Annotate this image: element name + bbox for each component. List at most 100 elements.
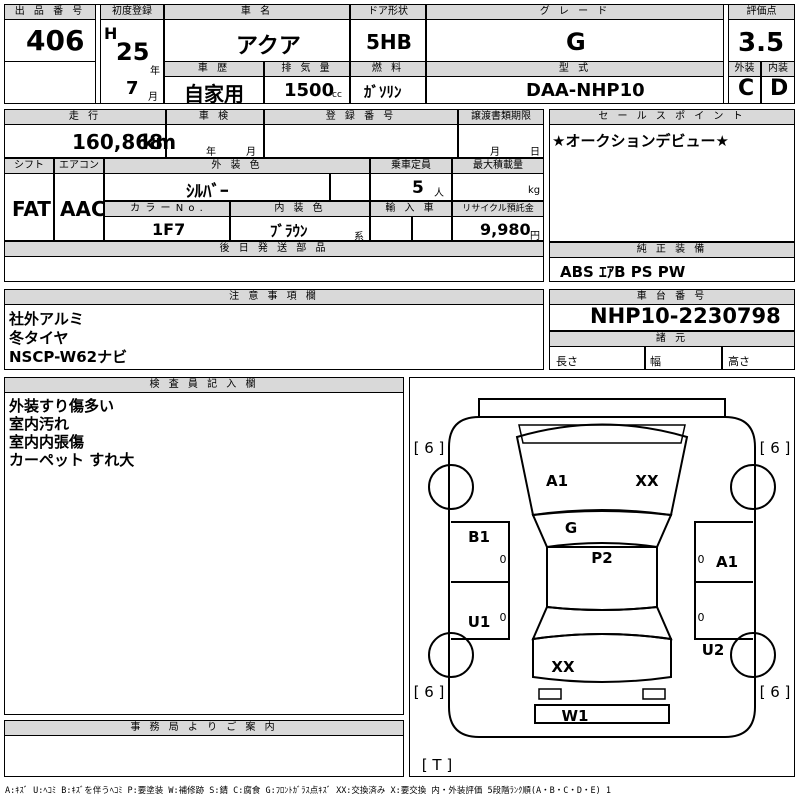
rear-bumper	[534, 704, 670, 724]
mileage: 160,868	[72, 130, 164, 154]
shift-cell	[4, 173, 54, 241]
left-rear-wheel	[428, 632, 474, 678]
first-reg-label: 初度登録	[100, 4, 164, 20]
chassis-number: NHP10-2230798	[590, 304, 781, 328]
max-load-cell	[452, 173, 544, 201]
mark-glass-g: G	[565, 519, 577, 537]
car-name: アクア	[236, 34, 301, 59]
office-label: 事 務 局 よ り ご 案 内	[4, 720, 404, 736]
rear-lamp-right	[642, 688, 666, 700]
int-color-unit: 系	[354, 232, 364, 243]
car-diagram-frame	[409, 377, 795, 777]
left-front-wheel	[428, 464, 474, 510]
recycle-cell	[452, 216, 544, 241]
import-cell-a	[370, 216, 412, 241]
interior-grade: D	[770, 76, 789, 101]
notes-line: 社外アルミ	[9, 310, 84, 328]
width-cell	[645, 346, 722, 370]
inspection-label: 車 検	[166, 109, 264, 125]
equipment-text: ABS ｴｱB PS PW	[560, 263, 686, 281]
grade: G	[566, 28, 586, 56]
zero-left-rear: 0	[500, 611, 507, 624]
inspection-cell	[166, 124, 264, 158]
import-label: 輸 入 車	[370, 201, 452, 217]
sales-point-cell	[549, 124, 795, 242]
lot-no-label: 出 品 番 号	[4, 4, 96, 20]
grade-label: グ レ ー ド	[426, 4, 724, 20]
fuel: ｶﾞｿﾘﾝ	[364, 83, 402, 101]
score: 3.5	[738, 28, 785, 58]
inspector-line: カーペット すれ大	[9, 451, 135, 469]
mark-right-a1: A1	[716, 553, 738, 571]
shift: FAT	[12, 197, 51, 221]
right-rear-wheel	[730, 632, 776, 678]
ext-color: ｼﾙﾊﾞｰ	[186, 182, 229, 202]
model: DAA-NHP10	[526, 80, 645, 101]
capacity-cell	[370, 173, 452, 201]
reg-month: 7	[126, 78, 139, 99]
sales-point-text: ★オークションデビュー★	[552, 132, 729, 150]
mark-roof-p2: P2	[591, 549, 612, 567]
later-parts-cell	[4, 256, 544, 282]
mileage-cell	[4, 124, 166, 158]
interior-label: 内装	[761, 61, 795, 77]
fuel-label: 燃 料	[350, 61, 426, 77]
height-cell	[722, 346, 795, 370]
displacement-label: 排 気 量	[264, 61, 350, 77]
trunk	[532, 633, 672, 683]
inner-top-glass	[518, 424, 686, 444]
equipment-cell	[549, 257, 795, 282]
inspection-month-unit: 月	[246, 147, 256, 158]
exterior-grade: C	[738, 76, 755, 101]
right-front-wheel	[730, 464, 776, 510]
int-color-cell	[230, 216, 370, 241]
interior-cell	[761, 76, 795, 104]
mark-rear-w1: W1	[562, 707, 589, 725]
fuel-cell	[350, 76, 426, 104]
history-cell	[164, 76, 264, 104]
inspector-label: 検 査 員 記 入 欄	[4, 377, 404, 393]
notes-line: 冬タイヤ	[9, 329, 69, 347]
mark-left-u1: U1	[468, 613, 491, 631]
era: H	[104, 24, 118, 43]
history: 自家用	[184, 82, 244, 106]
front-glass	[531, 509, 673, 549]
ext-color-cell	[104, 173, 330, 201]
front-bumper	[478, 398, 726, 418]
right-front-door	[694, 521, 753, 583]
height-label: 高さ	[728, 355, 750, 368]
transfer-day-unit: 日	[530, 147, 540, 158]
notes-cell	[4, 304, 544, 370]
recycle-unit: 円	[530, 231, 540, 242]
transfer-month-unit: 月	[490, 147, 500, 158]
max-load-label: 最大積載量	[452, 158, 544, 174]
equipment-label: 純 正 装 備	[549, 242, 795, 258]
inspector-line: 室内汚れ	[9, 415, 70, 433]
first-reg-cell	[100, 19, 164, 104]
reg-year: 25	[116, 38, 150, 66]
hood	[515, 423, 689, 517]
length-cell	[549, 346, 645, 370]
legend: A:ｷｽﾞ U:ﾍｺﾐ B:ｷｽﾞを伴うﾍｺﾐ P:要塗装 W:補修跡 S:錆 …	[5, 786, 611, 796]
displacement: 1500	[284, 80, 335, 101]
ext-color-extra-cell	[330, 173, 370, 201]
capacity: 5	[412, 178, 424, 198]
bracket-front-left: [ 6 ]	[414, 439, 445, 457]
mileage-label: 走 行	[4, 109, 166, 125]
door-label: ドア形状	[350, 4, 426, 20]
bracket-rear-right: [ 6 ]	[760, 683, 791, 701]
ext-color-label: 外 装 色	[104, 158, 370, 174]
spare-tire-mark: [ T ]	[422, 756, 452, 774]
car-diagram: [ 6 ] [ 6 ] [ 6 ] [ 6 ] [ T ] A1 XX G B1…	[414, 398, 791, 774]
zero-right-rear: 0	[698, 611, 705, 624]
bracket-front-right: [ 6 ]	[760, 439, 791, 457]
length-label: 長さ	[556, 355, 578, 368]
rear-outline	[448, 706, 756, 738]
dims-label: 諸 元	[549, 331, 795, 347]
inspection-year-unit: 年	[206, 147, 216, 158]
capacity-label: 乗車定員	[370, 158, 452, 174]
notes-line: NSCP-W62ナビ	[9, 348, 128, 366]
recycle-label: リサイクル預託金	[452, 201, 544, 217]
office-cell	[4, 735, 404, 777]
ac-label: エアコン	[54, 158, 104, 174]
